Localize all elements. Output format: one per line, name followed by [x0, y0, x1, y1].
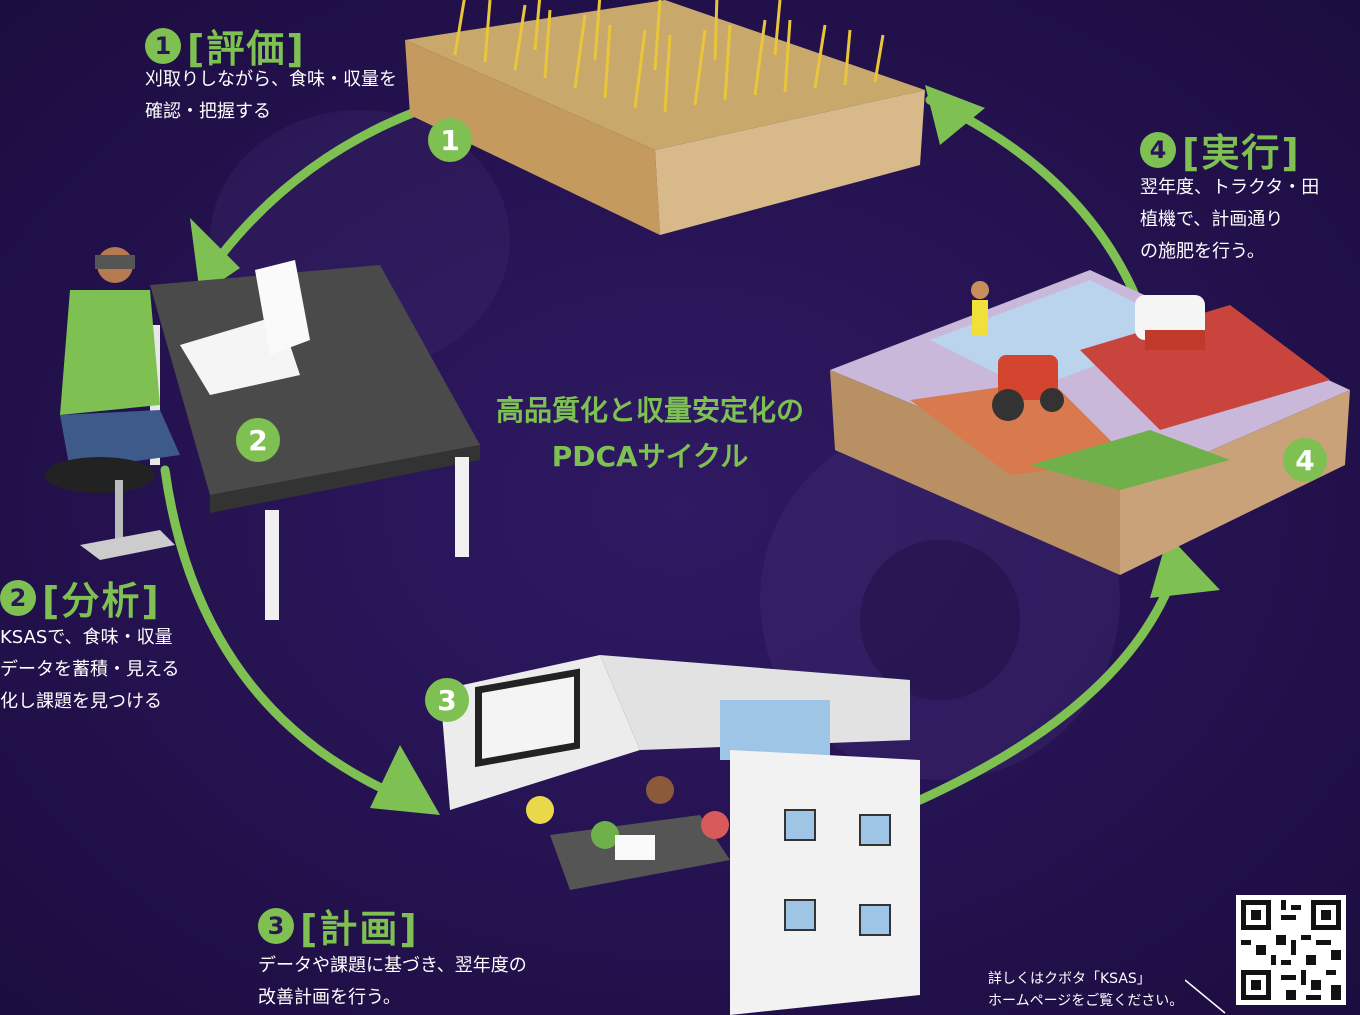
step-1-desc-line: 刈取りしながら、食味・収量を	[145, 69, 397, 90]
step-1-title: [評価]	[187, 27, 306, 71]
step-4-heading: 4 [実行]	[1140, 122, 1301, 177]
center-title-line-1: 高品質化と収量安定化の	[495, 394, 804, 427]
diorama-badge-1: 1	[428, 118, 472, 162]
step-1-desc-line: 確認・把握する	[145, 101, 271, 122]
footer-note: 詳しくはクボタ「KSAS」 ホームページをご覧ください。	[988, 968, 1183, 1012]
qr-pattern	[1236, 895, 1346, 1005]
background-wheel-lower	[860, 540, 1020, 700]
pointer-line	[1185, 979, 1226, 1014]
step-3-heading: 3 [計画]	[258, 898, 419, 953]
step-2-title: [分析]	[42, 579, 161, 623]
step-2-description: KSASで、食味・収量 データを蓄積・見える 化し課題を見つける	[0, 622, 179, 718]
step-4-desc-line: 翌年度、トラクタ・田	[1140, 177, 1320, 198]
planning-room-diorama-icon	[440, 655, 920, 1015]
step-3-desc-line: データや課題に基づき、翌年度の	[258, 955, 527, 976]
step-4-description: 翌年度、トラクタ・田 植機で、計画通り の施肥を行う。	[1140, 172, 1319, 268]
step-3-description: データや課題に基づき、翌年度の 改善計画を行う。	[258, 950, 527, 1014]
cycle-center-title: 高品質化と収量安定化の PDCAサイクル	[440, 388, 860, 480]
step-3-desc-line: 改善計画を行う。	[258, 987, 401, 1008]
step-2-desc-line: KSASで、食味・収量	[0, 627, 173, 648]
step-4-title: [実行]	[1182, 131, 1301, 175]
step-1-heading: 1 [評価]	[145, 18, 306, 73]
arrowhead-4-to-1	[925, 85, 985, 145]
tractor-field-diorama-icon	[830, 270, 1350, 575]
center-title-line-2: PDCAサイクル	[551, 440, 749, 473]
step-3-title: [計画]	[300, 907, 419, 951]
step-1-number: 1	[145, 27, 181, 64]
footer-note-line: 詳しくはクボタ「KSAS」	[988, 971, 1151, 987]
arrow-arc-2-to-3	[160, 465, 425, 810]
arrow-arc-3-to-4	[915, 550, 1185, 805]
step-4-desc-line: 植機で、計画通り	[1140, 209, 1284, 230]
step-2-desc-line: 化し課題を見つける	[0, 691, 162, 712]
step-2-desc-line: データを蓄積・見える	[0, 659, 180, 680]
step-3-number: 3	[258, 907, 294, 944]
diorama-badge-3: 3	[425, 678, 469, 722]
qr-code-icon[interactable]	[1236, 895, 1346, 1005]
arrowhead-1-to-2	[190, 218, 240, 295]
diorama-badge-2: 2	[236, 418, 280, 462]
arrowhead-2-to-3	[370, 745, 440, 815]
analysis-desk-diorama-icon	[45, 247, 480, 620]
step-4-number: 4	[1140, 131, 1176, 168]
step-1-description: 刈取りしながら、食味・収量を 確認・把握する	[145, 64, 397, 128]
diorama-badge-4: 4	[1283, 438, 1327, 482]
rice-field-diorama-icon	[405, 0, 925, 235]
footer-note-line: ホームページをご覧ください。	[988, 993, 1184, 1009]
step-4-desc-line: の施肥を行う。	[1140, 241, 1265, 262]
step-2-heading: 2 [分析]	[0, 570, 161, 625]
step-2-number: 2	[0, 579, 36, 616]
arrow-arc-1-to-2	[205, 105, 425, 275]
